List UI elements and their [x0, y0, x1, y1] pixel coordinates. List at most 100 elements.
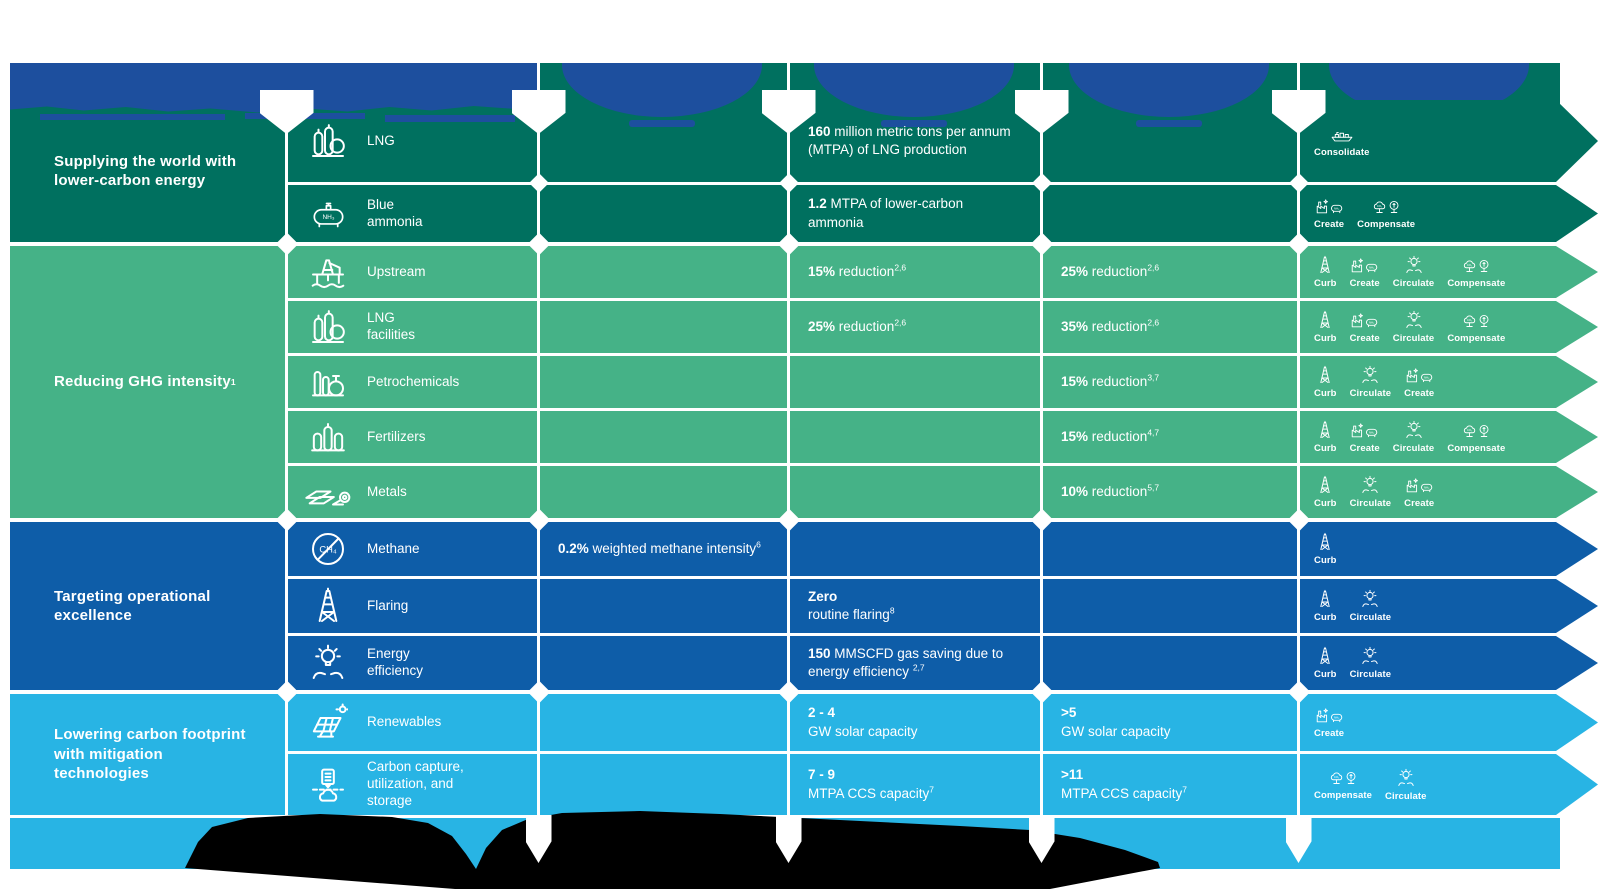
target-footnote: 7 [929, 784, 935, 794]
row-arrow-carbon-capture-utilization-storage [1300, 754, 1598, 815]
methane-crossed-icon [308, 529, 348, 569]
row-icon-box [302, 579, 354, 633]
target-text: MTPA CCS capacity [1061, 785, 1183, 801]
row-icon-box [302, 754, 354, 815]
row-divider [285, 182, 1560, 185]
target-text: reduction [1088, 373, 1148, 389]
row-label: Fertilizers [367, 411, 532, 463]
action-chip-create: Create [1404, 366, 1434, 399]
section-title: Supplying the world with lower-carbon en… [54, 100, 270, 242]
flare-derrick-icon [1315, 310, 1335, 330]
target-footnote: 6 [756, 539, 761, 550]
row-arrow-flaring [1300, 579, 1598, 633]
co2-cloud-tree-icon [1462, 256, 1491, 275]
target-value: 15% [1061, 428, 1089, 444]
target-footnote: 7 [1182, 784, 1188, 794]
row-label: Methane [367, 522, 532, 576]
target-value: 15% [1061, 373, 1089, 389]
action-chip-label: Create [1349, 277, 1380, 289]
action-chip-create: Create [1314, 197, 1344, 230]
target-cell-lng: 160 million metric tons per annum (MTPA)… [808, 100, 1019, 182]
factory-ammonia-icon [1405, 476, 1434, 495]
action-chip-circulate: Circulate [1385, 768, 1427, 802]
target-text: reduction [1088, 318, 1148, 334]
section-block-green [10, 246, 1297, 518]
target-text: MTPA CCS capacity [808, 785, 930, 801]
target-value: 25% [808, 318, 836, 334]
column-divider [1040, 63, 1043, 815]
row-label-text: Flaring [367, 597, 409, 613]
action-chip-create: Create [1350, 311, 1380, 344]
target-text: million metric tons per annum (MTPA) of … [808, 123, 1011, 157]
target-value: 25% [1061, 263, 1089, 279]
action-chip-label: Compensate [1447, 332, 1506, 344]
row-arrow-energy-efficiency [1300, 636, 1598, 690]
target-text: reduction [1088, 428, 1148, 444]
bulb-in-hands-icon [1396, 768, 1416, 788]
action-chip-curb: Curb [1314, 310, 1337, 344]
co2-cloud-tree-icon [1372, 197, 1401, 216]
row-label: Renewables [367, 694, 532, 751]
action-chip-label: Circulate [1392, 333, 1435, 344]
lng-tanks-icon [308, 307, 348, 347]
action-chip-label: Circulate [1349, 498, 1392, 509]
target-cell-metals: 10% reduction5,7 [1061, 466, 1276, 518]
row-label-text: Blue ammonia [367, 196, 423, 229]
action-chip-label: Create [1314, 219, 1345, 230]
action-chip-label: Compensate [1314, 790, 1373, 801]
petrochemical-plant-icon [308, 362, 348, 402]
action-chip-compensate: Compensate [1314, 768, 1372, 801]
action-chip-label: Curb [1314, 443, 1337, 454]
target-footnote: 2,6 [1147, 262, 1160, 273]
target-value: 10% [1061, 483, 1089, 499]
target-text: reduction [835, 318, 895, 334]
row-icon-box [302, 636, 354, 690]
metal-products-icon [303, 472, 353, 512]
action-chip-compensate: Compensate [1447, 256, 1505, 289]
target-value: 160 [808, 123, 831, 139]
row-arrow-blue-ammonia [1300, 185, 1598, 242]
row-divider [285, 298, 1560, 301]
row-label-text: Energy efficiency [367, 646, 424, 678]
action-chip-circulate: Circulate [1350, 589, 1392, 623]
target-footnote: 4,7 [1147, 427, 1160, 438]
action-chip-circulate: Circulate [1350, 475, 1392, 509]
bulb-in-hands-icon [1404, 255, 1424, 275]
row-label-text: Upstream [367, 263, 426, 279]
row-label: Upstream [367, 246, 532, 298]
row-label: LNG facilities [367, 301, 532, 353]
target-cell-energy-efficiency: 150 MMSCFD gas saving due to energy effi… [808, 636, 1019, 690]
target-footnote: 2,6 [1147, 317, 1160, 328]
section-title-text: Supplying the world with lower-carbon en… [54, 152, 237, 190]
row-label: Energy efficiency [367, 636, 532, 690]
row-divider [285, 633, 1560, 636]
flare-derrick-icon [308, 586, 348, 626]
row-label: Blue ammonia [367, 185, 532, 242]
target-cell-fertilizers: 15% reduction4,7 [1061, 411, 1276, 463]
target-text: weighted methane intensity [588, 540, 757, 556]
action-chip-label: Create [1314, 728, 1345, 739]
target-cell-renewables: 2 - 4 GW solar capacity [808, 694, 1019, 751]
target-cell-petrochemicals: 15% reduction3,7 [1061, 356, 1276, 408]
action-chip-group: Create [1314, 694, 1564, 751]
section-title: Targeting operational excellence [54, 522, 270, 690]
row-label: Petrochemicals [367, 356, 532, 408]
action-chip-label: Create [1349, 442, 1380, 454]
row-icon-box [302, 466, 354, 518]
row-label-text: LNG facilities [367, 310, 416, 342]
row-label: Carbon capture, utilization, and storage [367, 754, 532, 815]
row-divider [285, 751, 1560, 754]
target-text: GW solar capacity [808, 723, 918, 739]
action-chip-circulate: Circulate [1350, 365, 1392, 399]
section-title: Reducing GHG intensity 1 [54, 373, 236, 391]
target-cell-upstream: 25% reduction2,6 [1061, 246, 1276, 298]
target-value: 2 - 4 [808, 705, 836, 721]
section-title-text: Targeting operational excellence [54, 587, 211, 625]
action-chip-label: Compensate [1447, 277, 1506, 289]
